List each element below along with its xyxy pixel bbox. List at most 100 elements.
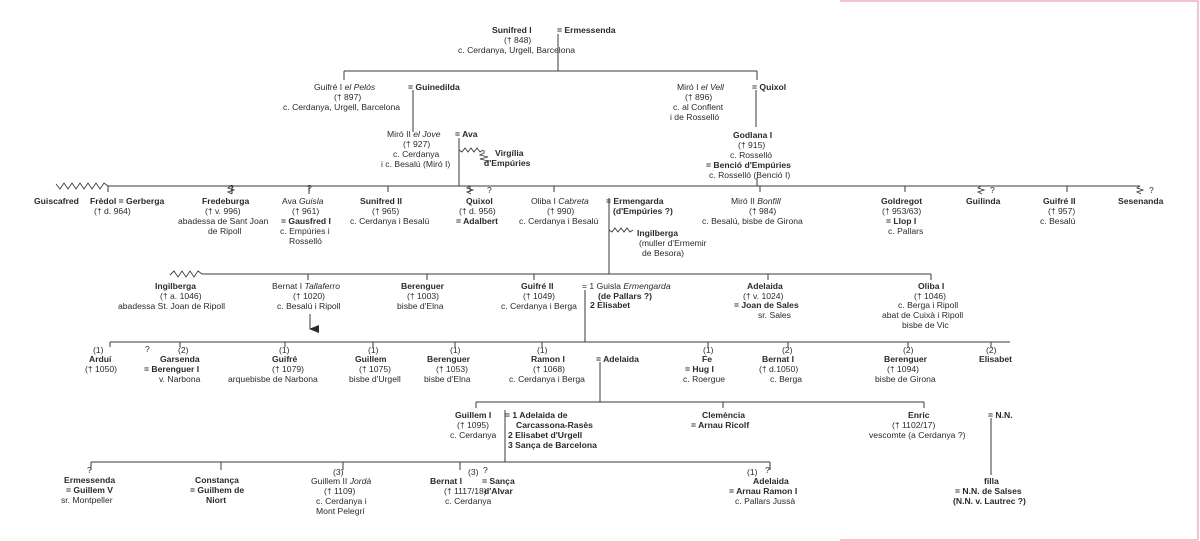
person-berenguer-elna-2: (1) Berenguer († 1053) bisbe d'Elna bbox=[424, 345, 471, 384]
spouse-name: = Ermengarda bbox=[606, 196, 664, 206]
tree-lines bbox=[90, 34, 1140, 475]
svg-text:= Llop I: = Llop I bbox=[886, 216, 916, 226]
svg-text:c. Roergue: c. Roergue bbox=[683, 374, 725, 384]
svg-text:(3): (3) bbox=[333, 467, 344, 477]
svg-text:= Benció d'Empúries: = Benció d'Empúries bbox=[706, 160, 791, 170]
svg-text:i de Rosselló: i de Rosselló bbox=[670, 112, 719, 122]
spouse-name: = Quixol bbox=[752, 82, 786, 92]
svg-text:bisbe de Vic: bisbe de Vic bbox=[902, 320, 949, 330]
svg-text:Fredeburga: Fredeburga bbox=[202, 196, 249, 206]
person-miro-ii-el-jove: Miró II el Jove († 927) c. Cerdanya i c.… bbox=[381, 129, 478, 169]
person-miro-bonfill: Miró II Bonfill († 984) c. Besalú, bisbe… bbox=[702, 196, 803, 226]
svg-text:Guifré: Guifré bbox=[272, 354, 298, 364]
svg-text:= Arnau Ramon I: = Arnau Ramon I bbox=[729, 486, 797, 496]
spouse-name: = Ava bbox=[455, 129, 478, 139]
svg-text:c. Cerdanya i Berga: c. Cerdanya i Berga bbox=[509, 374, 585, 384]
svg-text:d'Alvar: d'Alvar bbox=[484, 486, 513, 496]
svg-text:(1): (1) bbox=[537, 345, 548, 355]
person-guifre-ii-cerdanya: Guifré II († 1049) c. Cerdanya i Berga =… bbox=[501, 281, 671, 311]
svg-text:= Gausfred I: = Gausfred I bbox=[281, 216, 331, 226]
person-clemencia: Clemència = Arnau Ricolf bbox=[691, 410, 749, 430]
svg-text:(1): (1) bbox=[747, 467, 758, 477]
svg-text:abadessa St. Joan de Ripoll: abadessa St. Joan de Ripoll bbox=[118, 301, 225, 311]
person-godlana-i: Godlana I († 915) c. Rosselló = Benció d… bbox=[706, 130, 791, 180]
svg-text:(† 961): († 961) bbox=[292, 206, 319, 216]
uncertain-mark: ? bbox=[145, 344, 150, 354]
person-guifre-ii-besalu: Guifré II († 957) c. Besalú bbox=[1040, 196, 1076, 226]
svg-text:Ava Guisla: Ava Guisla bbox=[282, 196, 324, 206]
svg-text:v. Narbona: v. Narbona bbox=[159, 374, 201, 384]
svg-text:sr. Montpeller: sr. Montpeller bbox=[61, 495, 113, 505]
svg-text:arquebisbe de Narbona: arquebisbe de Narbona bbox=[228, 374, 318, 384]
svg-text:Virgília: Virgília bbox=[495, 148, 524, 158]
svg-text:c. Rosselló (Benció I): c. Rosselló (Benció I) bbox=[709, 170, 790, 180]
svg-text:Guillem: Guillem bbox=[355, 354, 387, 364]
svg-text:(1): (1) bbox=[279, 345, 290, 355]
person-bernat-berga: (2) Bernat I († d.1050) c. Berga bbox=[759, 345, 802, 384]
svg-text:bisbe d'Urgell: bisbe d'Urgell bbox=[349, 374, 401, 384]
svg-text:= 1 Guisla Ermengarda: = 1 Guisla Ermengarda bbox=[582, 281, 671, 291]
person-guifre-i: Guifré I el Pelós († 897) c. Cerdanya, U… bbox=[283, 82, 460, 112]
svg-text:c. Cerdanya i Besalú: c. Cerdanya i Besalú bbox=[350, 216, 430, 226]
svg-text:(† 1109): († 1109) bbox=[324, 486, 356, 496]
svg-text:= Berenguer I: = Berenguer I bbox=[144, 364, 199, 374]
spouses: = 1 Adelaida de bbox=[505, 410, 568, 420]
person-fe: (1) Fe = Hug I c. Roergue bbox=[683, 345, 725, 384]
person-bernat-tallaferro: Bernat I Tallaferro († 1020) c. Besalú i… bbox=[272, 281, 341, 311]
svg-text:Bernat I: Bernat I bbox=[430, 476, 462, 486]
uncertain-mark: ? bbox=[483, 465, 488, 475]
svg-text:c. Cerdanya: c. Cerdanya bbox=[445, 496, 492, 506]
person-berenguer-girona: (2) Berenguer († 1094) bisbe de Girona bbox=[875, 345, 936, 384]
svg-text:(† 848): († 848) bbox=[504, 35, 531, 45]
svg-text:bisbe de Girona: bisbe de Girona bbox=[875, 374, 936, 384]
svg-text:3 Sança de Barcelona: 3 Sança de Barcelona bbox=[508, 440, 597, 450]
svg-text:Oliba I Cabreta: Oliba I Cabreta bbox=[531, 196, 589, 206]
svg-text:Arduí: Arduí bbox=[89, 354, 112, 364]
svg-text:Quixol: Quixol bbox=[466, 196, 493, 206]
svg-text:Guiscafred: Guiscafred bbox=[34, 196, 79, 206]
svg-text:(† 1003): († 1003) bbox=[407, 291, 439, 301]
uncertain-mark: ? bbox=[487, 185, 492, 195]
person-ardui: (1) Arduí († 1050) bbox=[85, 345, 117, 374]
svg-text:(1): (1) bbox=[93, 345, 104, 355]
svg-text:(† 1117/18): († 1117/18) bbox=[444, 486, 487, 496]
person-guifre-archbishop: (1) Guifré († 1079) arquebisbe de Narbon… bbox=[228, 345, 318, 384]
svg-text:Ingilberga: Ingilberga bbox=[637, 228, 678, 238]
spouse-name: = Adelaida bbox=[596, 354, 639, 364]
svg-text:(2): (2) bbox=[903, 345, 914, 355]
person-quixol: Quixol ? († d. 956) = Adalbert bbox=[456, 185, 498, 226]
svg-text:= Adalbert: = Adalbert bbox=[456, 216, 498, 226]
svg-text:= Joan de Sales: = Joan de Sales bbox=[734, 300, 799, 310]
svg-text:(† 1046): († 1046) bbox=[914, 291, 946, 301]
svg-text:= Guillem V: = Guillem V bbox=[66, 485, 113, 495]
svg-text:(† 957): († 957) bbox=[1048, 206, 1075, 216]
svg-text:(† 990): († 990) bbox=[547, 206, 574, 216]
svg-text:(† 1049): († 1049) bbox=[523, 291, 555, 301]
person-fredeburga: Fredeburga ? († v. 996) abadessa de Sant… bbox=[178, 183, 269, 236]
svg-text:Berenguer: Berenguer bbox=[401, 281, 445, 291]
svg-text:(d'Empúries ?): (d'Empúries ?) bbox=[613, 206, 673, 216]
svg-text:c. al Conflent: c. al Conflent bbox=[673, 102, 724, 112]
svg-text:abadessa de Sant Joan: abadessa de Sant Joan bbox=[178, 216, 269, 226]
person-bernat-alvar: (3) ? Bernat I († 1117/18) c. Cerdanya =… bbox=[430, 465, 515, 506]
person-ingilberga-abbess: Ingilberga († a. 1046) abadessa St. Joan… bbox=[118, 281, 225, 311]
svg-text:c. Empúries i: c. Empúries i bbox=[280, 226, 330, 236]
svg-text:Elisabet: Elisabet bbox=[979, 354, 1012, 364]
svg-text:Bernat I: Bernat I bbox=[762, 354, 794, 364]
svg-text:Garsenda: Garsenda bbox=[160, 354, 200, 364]
svg-text:Constança: Constança bbox=[195, 475, 239, 485]
svg-text:vescomte (a Cerdanya ?): vescomte (a Cerdanya ?) bbox=[869, 430, 966, 440]
svg-text:Miró I el Vell: Miró I el Vell bbox=[677, 82, 725, 92]
svg-text:(N.N. v. Lautrec ?): (N.N. v. Lautrec ?) bbox=[953, 496, 1026, 506]
svg-text:(† d. 956): († d. 956) bbox=[459, 206, 496, 216]
person-adelaida-sales: Adelaida († v. 1024) = Joan de Sales sr.… bbox=[734, 281, 799, 320]
person-virgilia: Virgília d'Empúries bbox=[484, 148, 531, 168]
svg-text:Sunifred II: Sunifred II bbox=[360, 196, 402, 206]
svg-text:(† d. 964): († d. 964) bbox=[94, 206, 131, 216]
svg-text:Sesenanda: Sesenanda bbox=[1118, 196, 1164, 206]
svg-text:abat de Cuixà i Ripoll: abat de Cuixà i Ripoll bbox=[882, 310, 963, 320]
svg-text:(† d.1050): († d.1050) bbox=[759, 364, 798, 374]
svg-text:= N.N. de Salses: = N.N. de Salses bbox=[955, 486, 1022, 496]
uncertain-mark: ? bbox=[307, 183, 312, 193]
